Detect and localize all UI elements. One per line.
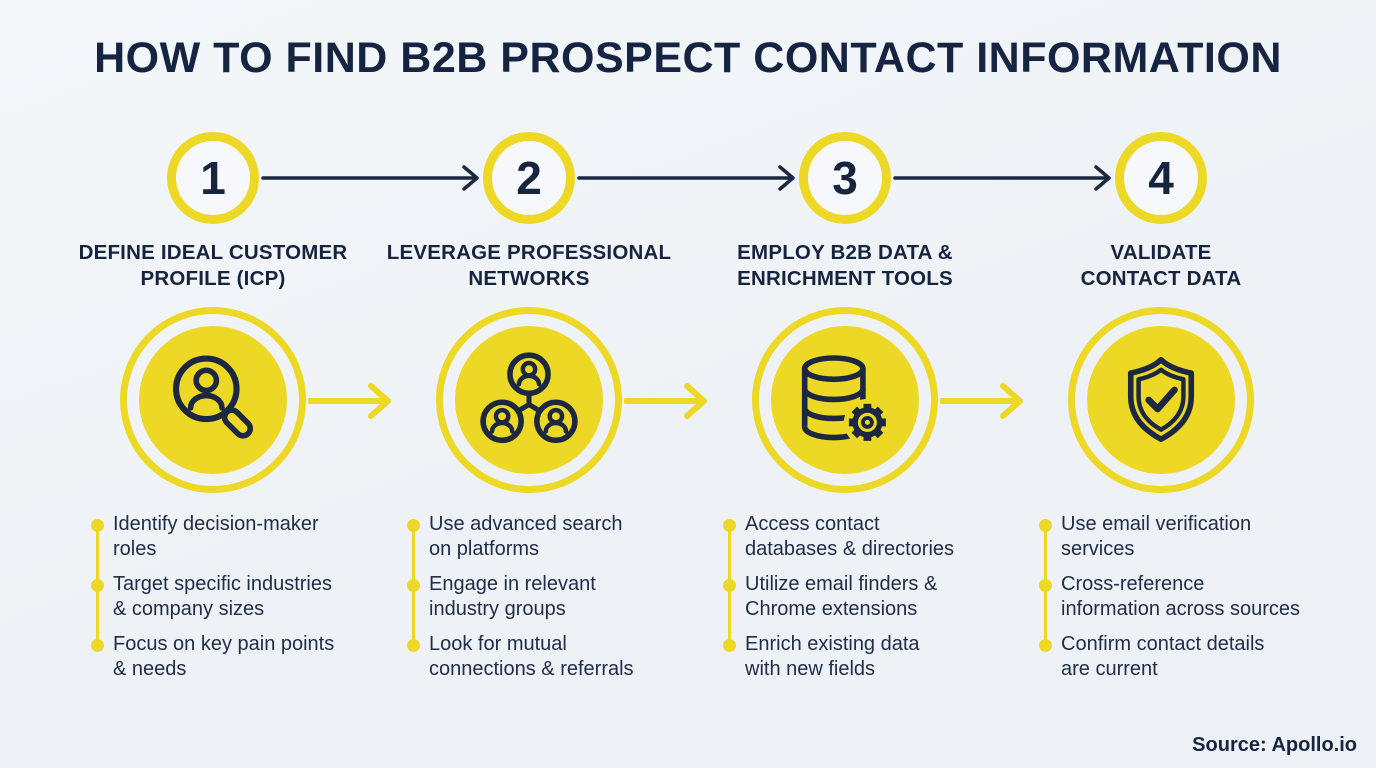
bullet-text: Use advanced search on platforms xyxy=(429,513,623,560)
bullet-text: Use email verification services xyxy=(1061,513,1252,560)
bullet-item: Target specific industries & company siz… xyxy=(91,572,391,622)
bullet-item: Identify decision-maker roles xyxy=(91,512,391,562)
arrow-right-icon xyxy=(577,160,797,196)
bullet-text: Confirm contact details are current xyxy=(1061,633,1265,680)
bullet-dot-icon xyxy=(1039,639,1052,652)
bullet-dot-icon xyxy=(91,639,104,652)
step-icon-circle xyxy=(120,307,306,493)
bullet-dot-icon xyxy=(1039,579,1052,592)
bullet-dot-icon xyxy=(91,579,104,592)
bullet-text: Look for mutual connections & referrals xyxy=(429,633,634,680)
bullet-text: Identify decision-maker roles xyxy=(113,513,319,560)
bullet-list: Use email verification services Cross-re… xyxy=(1039,512,1339,692)
bullet-text: Engage in relevant industry groups xyxy=(429,573,596,620)
source-attribution: Source: Apollo.io xyxy=(1192,734,1357,756)
bullet-item: Utilize email finders & Chrome extension… xyxy=(723,572,1023,622)
bullet-text: Cross-reference information across sourc… xyxy=(1061,573,1300,620)
step-icon-circle xyxy=(752,307,938,493)
bullet-text: Enrich existing data with new fields xyxy=(745,633,920,680)
database-gear-icon xyxy=(771,326,919,474)
step-number: 3 xyxy=(832,152,858,204)
step-number: 1 xyxy=(200,152,226,204)
bullet-dot-icon xyxy=(91,519,104,532)
bullet-item: Engage in relevant industry groups xyxy=(407,572,707,622)
step-number: 4 xyxy=(1148,152,1174,204)
arrow-right-icon xyxy=(893,160,1113,196)
step-number-badge: 3 xyxy=(799,132,891,224)
step-heading: DEFINE IDEAL CUSTOMER PROFILE (ICP) xyxy=(78,241,348,290)
shield-check-icon xyxy=(1087,326,1235,474)
bullet-dot-icon xyxy=(723,519,736,532)
arrow-right-icon xyxy=(261,160,481,196)
bullet-dot-icon xyxy=(407,579,420,592)
bullet-item: Access contact databases & directories xyxy=(723,512,1023,562)
bullet-dot-icon xyxy=(1039,519,1052,532)
bullet-dot-icon xyxy=(407,639,420,652)
infographic-title: HOW TO FIND B2B PROSPECT CONTACT INFORMA… xyxy=(94,34,1282,82)
bullet-item: Look for mutual connections & referrals xyxy=(407,632,707,682)
arrow-right-icon xyxy=(940,378,1026,424)
step-number-badge: 4 xyxy=(1115,132,1207,224)
bullet-list: Use advanced search on platforms Engage … xyxy=(407,512,707,692)
people-network-icon xyxy=(455,326,603,474)
bullet-text: Utilize email finders & Chrome extension… xyxy=(745,573,938,620)
bullet-item: Focus on key pain points & needs xyxy=(91,632,391,682)
step-number-badge: 1 xyxy=(167,132,259,224)
arrow-right-icon xyxy=(308,378,394,424)
bullet-item: Use advanced search on platforms xyxy=(407,512,707,562)
step-number-badge: 2 xyxy=(483,132,575,224)
bullet-item: Cross-reference information across sourc… xyxy=(1039,572,1339,622)
step-heading: LEVERAGE PROFESSIONAL NETWORKS xyxy=(386,241,672,290)
arrow-right-icon xyxy=(624,378,710,424)
step-icon-circle xyxy=(436,307,622,493)
person-search-icon xyxy=(139,326,287,474)
bullet-item: Use email verification services xyxy=(1039,512,1339,562)
bullet-dot-icon xyxy=(723,639,736,652)
bullet-list: Identify decision-maker roles Target spe… xyxy=(91,512,391,692)
bullet-dot-icon xyxy=(723,579,736,592)
bullet-item: Confirm contact details are current xyxy=(1039,632,1339,682)
step-heading: VALIDATE CONTACT DATA xyxy=(1080,241,1242,290)
bullet-text: Focus on key pain points & needs xyxy=(113,633,335,680)
bullet-list: Access contact databases & directories U… xyxy=(723,512,1023,692)
bullet-dot-icon xyxy=(407,519,420,532)
step-number: 2 xyxy=(516,152,542,204)
bullet-item: Enrich existing data with new fields xyxy=(723,632,1023,682)
step-icon-circle xyxy=(1068,307,1254,493)
bullet-text: Access contact databases & directories xyxy=(745,513,955,560)
step-heading: EMPLOY B2B DATA & ENRICHMENT TOOLS xyxy=(737,241,953,290)
bullet-text: Target specific industries & company siz… xyxy=(113,573,332,620)
